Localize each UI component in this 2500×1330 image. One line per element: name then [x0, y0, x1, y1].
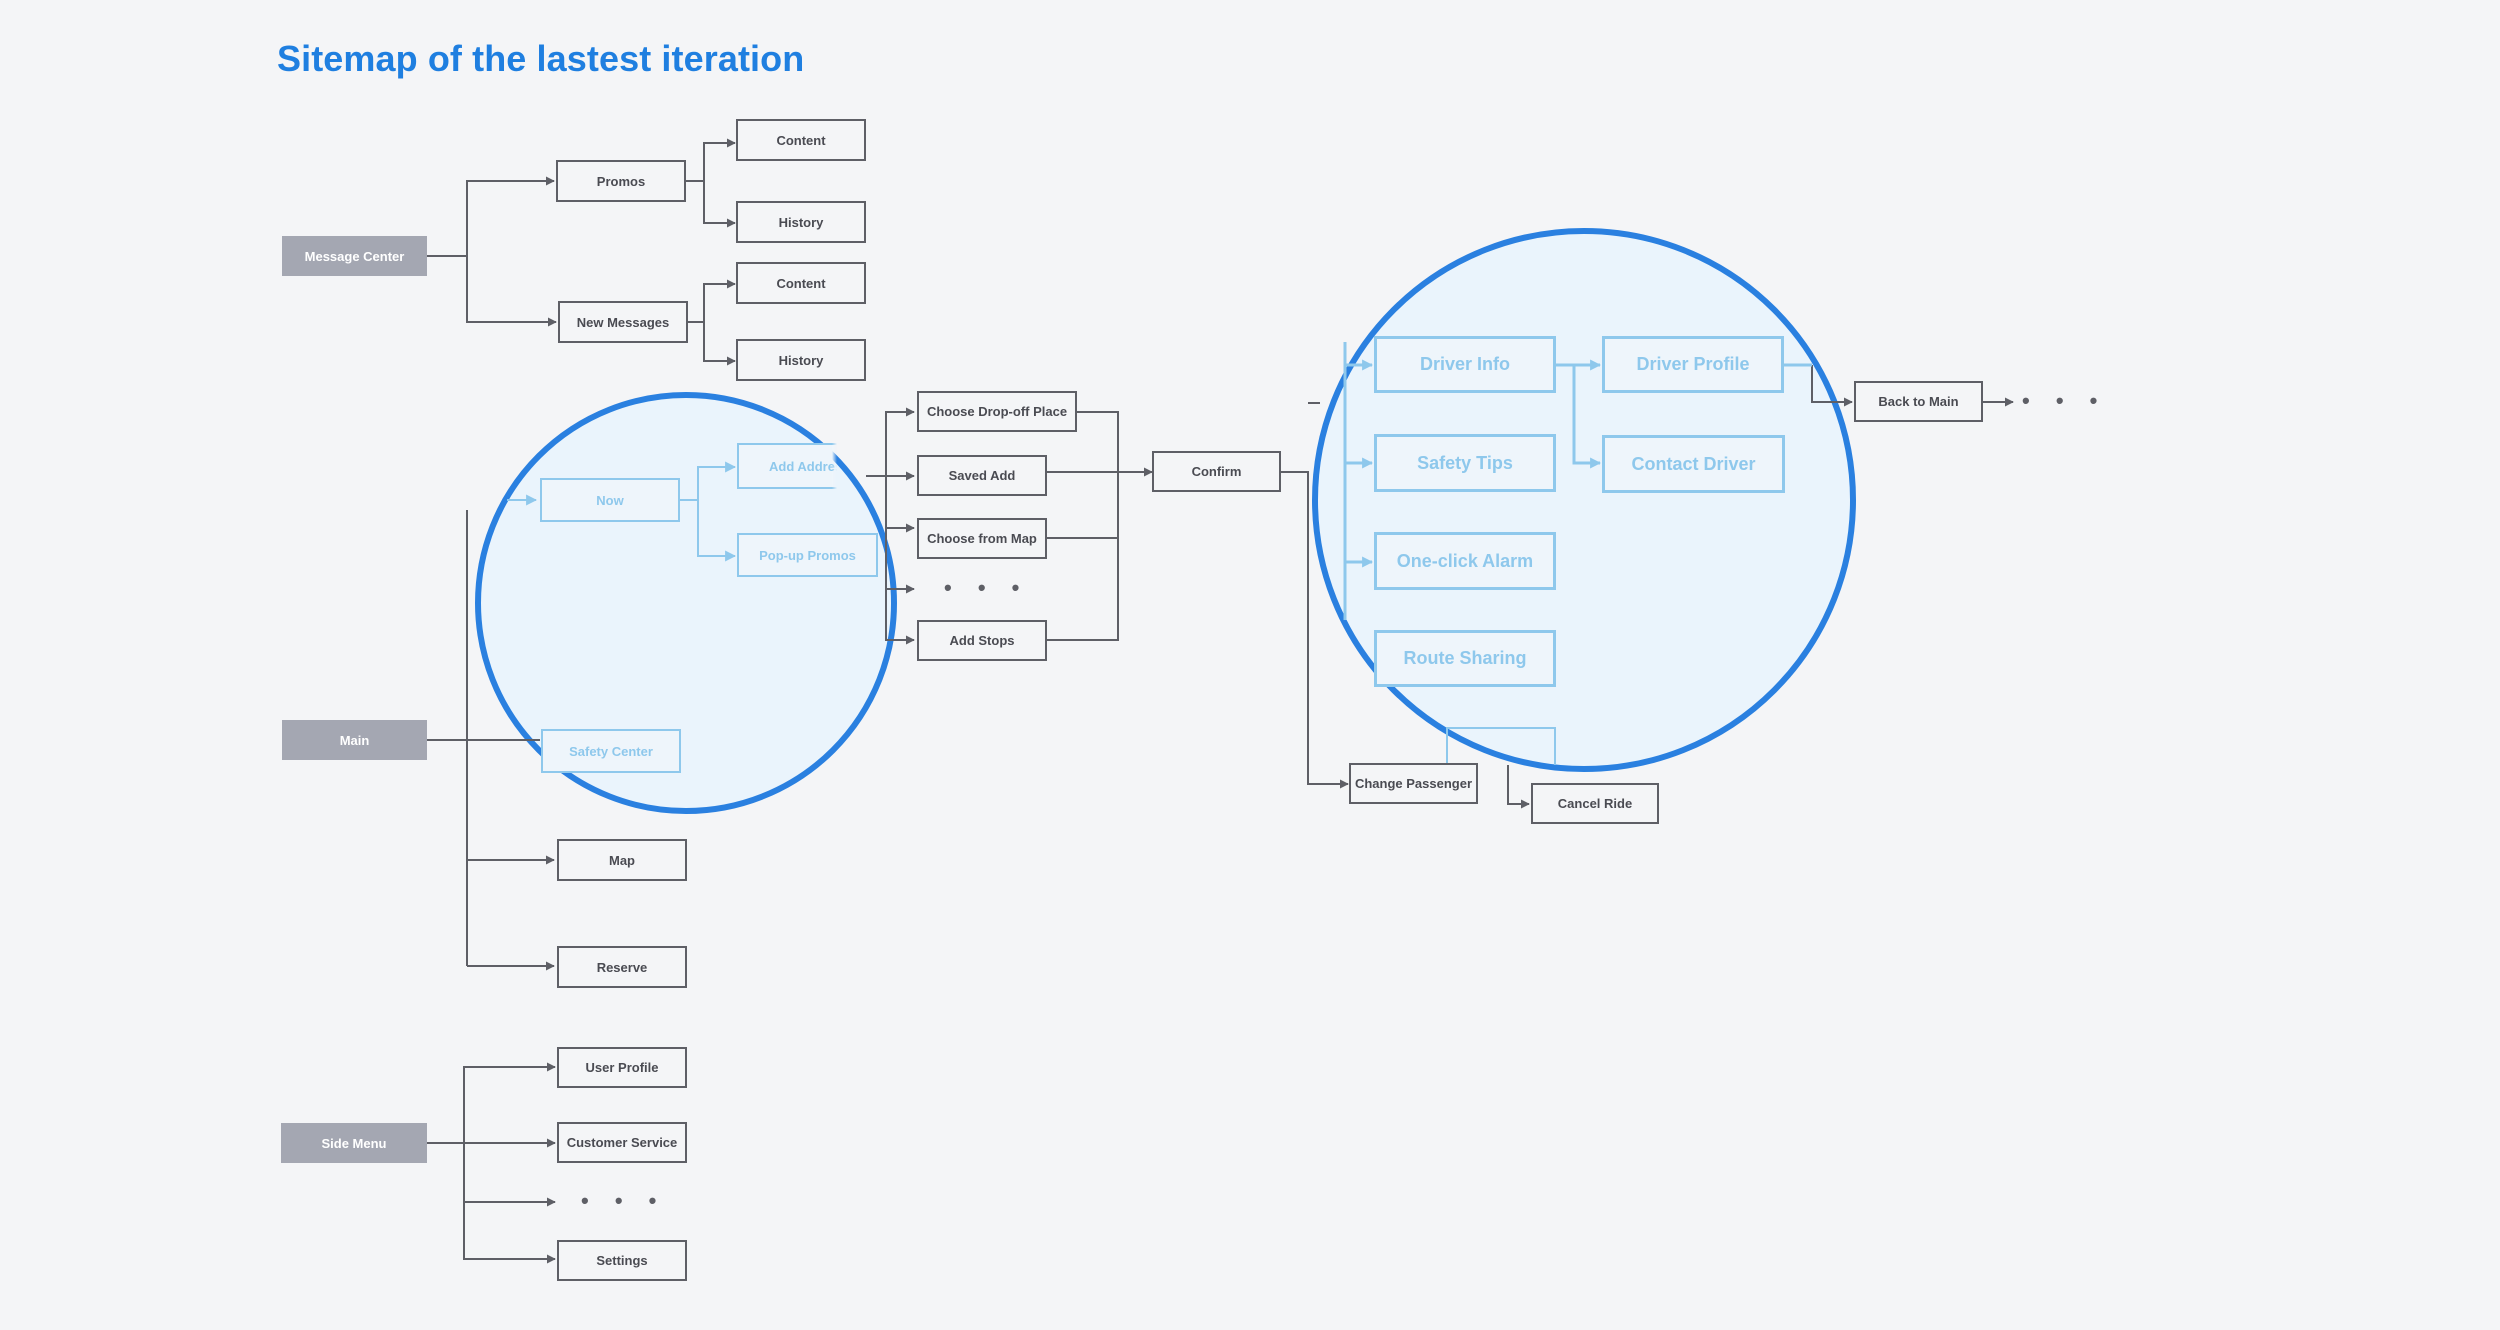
node-promos[interactable]: Promos	[556, 160, 686, 202]
node-user-profile[interactable]: User Profile	[557, 1047, 687, 1088]
page-title: Sitemap of the lastest iteration	[277, 38, 805, 79]
node-messages-content[interactable]: Content	[736, 262, 866, 304]
node-one-click-alarm[interactable]: One-click Alarm	[1374, 532, 1556, 590]
node-driver-profile[interactable]: Driver Profile	[1602, 336, 1784, 393]
node-add-stops[interactable]: Add Stops	[917, 620, 1047, 661]
node-choose-from-map[interactable]: Choose from Map	[917, 518, 1047, 559]
node-driver-info[interactable]: Driver Info	[1374, 336, 1556, 393]
node-safety-center[interactable]: Safety Center	[541, 729, 681, 773]
node-map[interactable]: Map	[557, 839, 687, 881]
node-main[interactable]: Main	[282, 720, 427, 760]
node-settings[interactable]: Settings	[557, 1240, 687, 1281]
node-promos-content[interactable]: Content	[736, 119, 866, 161]
node-popup-promos[interactable]: Pop-up Promos	[737, 533, 878, 577]
node-saved-add[interactable]: Saved Add	[917, 455, 1047, 496]
node-change-passenger[interactable]: Change Passenger	[1349, 763, 1478, 804]
magnifier-circle-right	[1312, 228, 1856, 772]
node-safety-tips[interactable]: Safety Tips	[1374, 434, 1556, 492]
node-messages-history[interactable]: History	[736, 339, 866, 381]
node-choose-dropoff[interactable]: Choose Drop-off Place	[917, 391, 1077, 432]
node-hidden-partial	[1446, 727, 1556, 765]
node-side-menu[interactable]: Side Menu	[281, 1123, 427, 1163]
node-message-center[interactable]: Message Center	[282, 236, 427, 276]
ellipsis-side-menu: • • •	[581, 1188, 667, 1213]
node-reserve[interactable]: Reserve	[557, 946, 687, 988]
node-new-messages[interactable]: New Messages	[558, 301, 688, 343]
node-now[interactable]: Now	[540, 478, 680, 522]
node-customer-service[interactable]: Customer Service	[557, 1122, 687, 1163]
node-cancel-ride[interactable]: Cancel Ride	[1531, 783, 1659, 824]
node-back-to-main[interactable]: Back to Main	[1854, 381, 1983, 422]
node-add-address[interactable]: Add Address	[737, 443, 867, 489]
node-contact-driver[interactable]: Contact Driver	[1602, 435, 1785, 493]
ellipsis-after-back: • • •	[2022, 388, 2108, 413]
ellipsis-options: • • •	[944, 575, 1030, 600]
node-route-sharing[interactable]: Route Sharing	[1374, 630, 1556, 687]
node-confirm[interactable]: Confirm	[1152, 451, 1281, 492]
node-promos-history[interactable]: History	[736, 201, 866, 243]
